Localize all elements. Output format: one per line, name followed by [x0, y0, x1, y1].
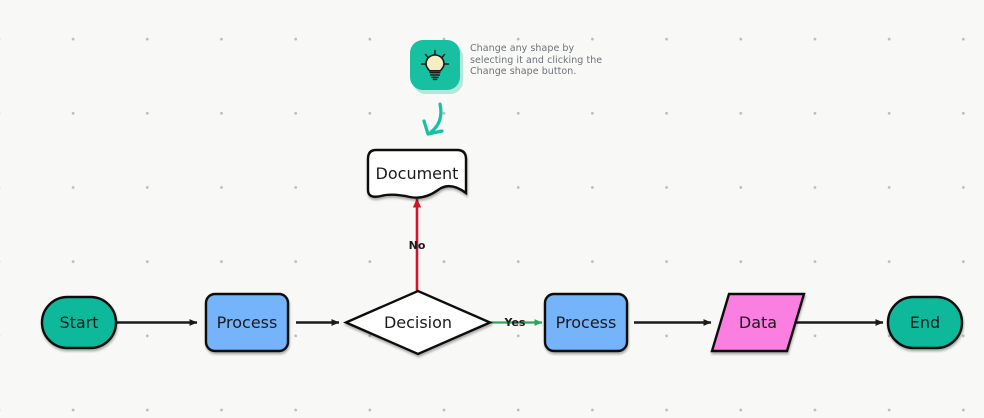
edge-label-yes: Yes: [504, 316, 526, 329]
node-process2[interactable]: [543, 292, 629, 353]
hint-line-2: selecting it and clicking the: [470, 54, 603, 66]
hint-line-1: Change any shape by: [470, 43, 575, 54]
node-start[interactable]: [40, 295, 118, 350]
node-end[interactable]: [886, 295, 964, 350]
lightbulb-icon[interactable]: [410, 40, 460, 90]
node-process1[interactable]: [204, 292, 290, 353]
hint-curved-arrow-icon: [422, 102, 444, 136]
node-document[interactable]: [366, 148, 468, 199]
hint-line-3: Change shape button.: [470, 66, 577, 78]
node-data[interactable]: [710, 292, 806, 353]
hint-callout: Change any shape by selecting it and cli…: [410, 40, 602, 90]
hint-text: Change any shape by selecting it and cli…: [470, 43, 602, 78]
edge-label-no: No: [408, 239, 426, 252]
node-decision[interactable]: [343, 289, 493, 356]
